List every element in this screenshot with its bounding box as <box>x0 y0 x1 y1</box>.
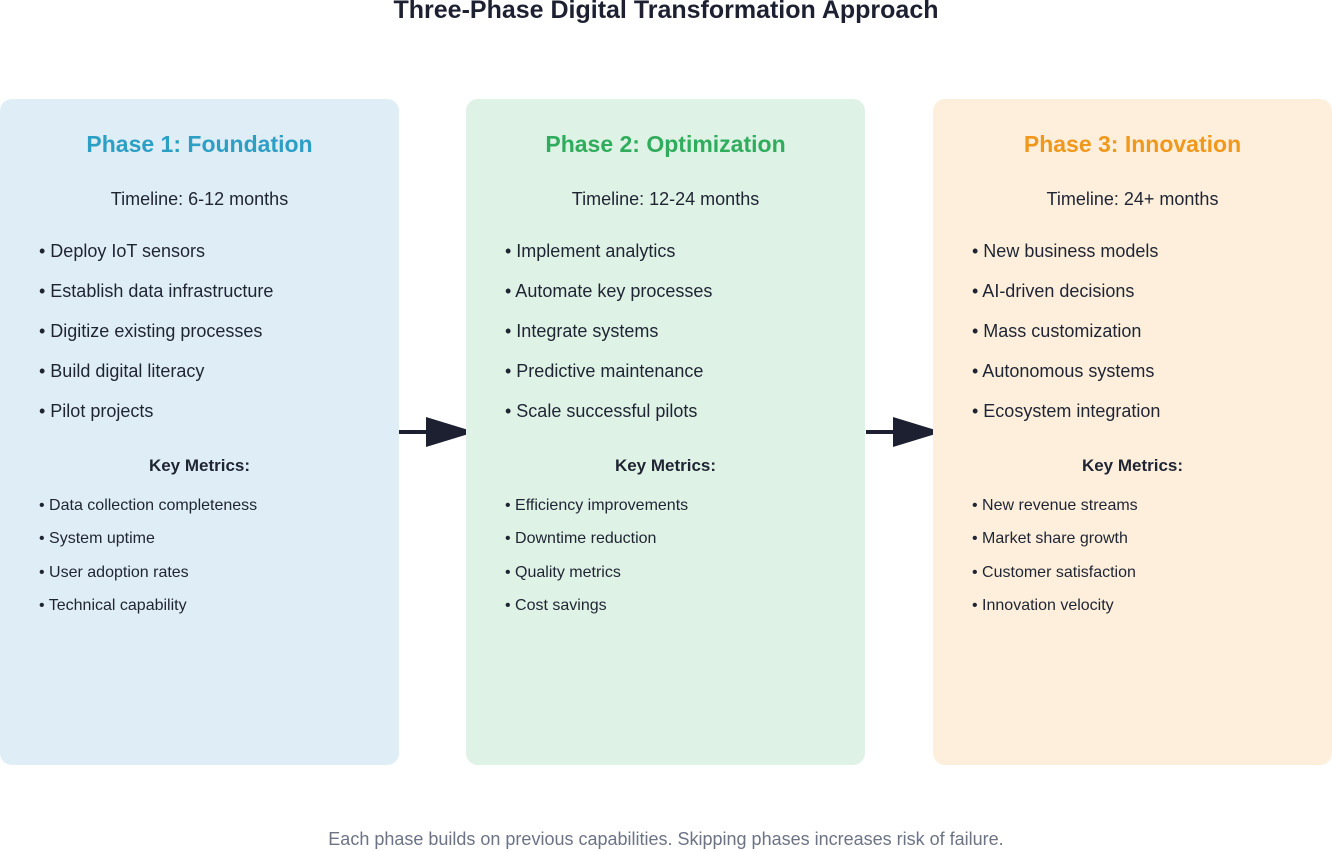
activity-list: • Implement analytics • Automate key pro… <box>505 239 712 439</box>
metrics-list: • Efficiency improvements • Downtime red… <box>505 495 688 628</box>
activity-item: • Autonomous systems <box>972 361 1155 381</box>
activity-item: • Pilot projects <box>39 401 154 421</box>
activity-item: • Deploy IoT sensors <box>39 241 206 261</box>
activity-item: • Implement analytics <box>505 241 676 261</box>
arrow-right-icon <box>866 417 942 447</box>
activity-item: • New business models <box>972 241 1159 261</box>
activity-item: • Ecosystem integration <box>972 401 1161 421</box>
activity-item: • AI-driven decisions <box>972 281 1135 301</box>
metric-item: • Market share growth <box>972 530 1128 548</box>
metrics-list: • Data collection completeness • System … <box>39 495 257 628</box>
footnote: Each phase builds on previous capabiliti… <box>328 829 1004 849</box>
phase-card-optimization: Phase 2: Optimization Timeline: 12-24 mo… <box>466 99 865 765</box>
metric-item: • Technical capability <box>39 596 187 614</box>
metric-item: • Data collection completeness <box>39 497 258 514</box>
activity-item: • Build digital literacy <box>39 361 205 381</box>
phase-timeline: Timeline: 6-12 months <box>110 189 289 209</box>
metric-item: • Cost savings <box>505 596 607 614</box>
metric-item: • Customer satisfaction <box>972 563 1136 581</box>
metrics-heading: Key Metrics: <box>614 456 717 475</box>
activity-item: • Predictive maintenance <box>505 361 704 381</box>
activity-item: • Integrate systems <box>505 321 659 341</box>
metric-item: • System uptime <box>39 530 155 548</box>
phase-card-foundation: Phase 1: Foundation Timeline: 6-12 month… <box>0 99 399 765</box>
activity-list: • New business models • AI-driven decisi… <box>972 239 1160 439</box>
metrics-heading: Key Metrics: <box>1081 456 1184 475</box>
phase-card-innovation: Phase 3: Innovation Timeline: 24+ months… <box>933 99 1332 765</box>
activity-item: • Scale successful pilots <box>505 401 698 421</box>
arrow-right-icon <box>399 417 475 447</box>
phase-timeline: Timeline: 24+ months <box>1046 189 1219 209</box>
activity-item: • Mass customization <box>972 321 1142 341</box>
phase-title: Phase 3: Innovation <box>1023 131 1242 157</box>
metric-item: • Downtime reduction <box>505 530 657 548</box>
metric-item: • Quality metrics <box>505 563 621 581</box>
metric-item: • Efficiency improvements <box>505 497 689 514</box>
phase-timeline: Timeline: 12-24 months <box>571 189 760 209</box>
activity-list: • Deploy IoT sensors • Establish data in… <box>39 239 273 439</box>
metrics-heading: Key Metrics: <box>148 456 251 475</box>
phase-title: Phase 1: Foundation <box>86 131 313 157</box>
metrics-list: • New revenue streams • Market share gro… <box>972 495 1138 628</box>
phase-title: Phase 2: Optimization <box>545 131 786 157</box>
activity-item: • Digitize existing processes <box>39 321 263 341</box>
metric-item: • User adoption rates <box>39 563 189 581</box>
metric-item: • New revenue streams <box>972 497 1138 514</box>
metric-item: • Innovation velocity <box>972 596 1114 614</box>
activity-item: • Establish data infrastructure <box>39 281 274 301</box>
page-title: Three-Phase Digital Transformation Appro… <box>393 0 939 24</box>
activity-item: • Automate key processes <box>505 281 713 301</box>
